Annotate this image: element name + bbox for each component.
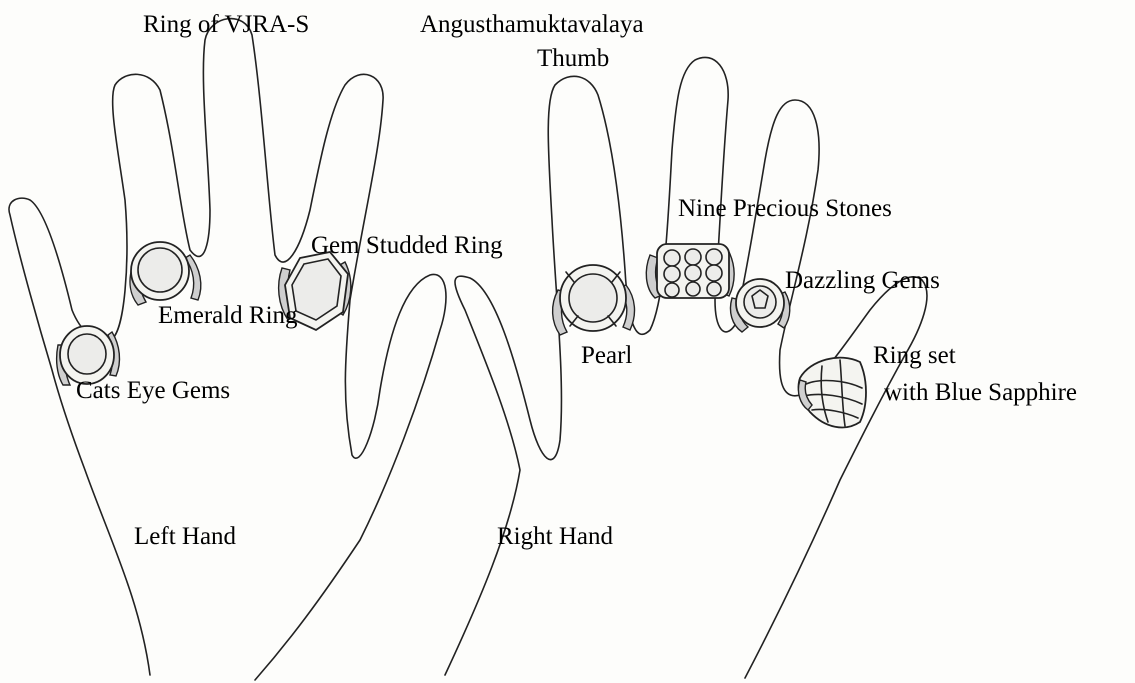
label-with-blue-sapphire: with Blue Sapphire xyxy=(884,380,1077,405)
label-ring-of-vjras: Ring of VJRA-S xyxy=(143,12,309,37)
label-pearl: Pearl xyxy=(581,343,632,368)
label-left-hand: Left Hand xyxy=(134,524,236,549)
label-dazzling-gems: Dazzling Gems xyxy=(785,268,940,293)
label-ring-set: Ring set xyxy=(873,343,956,368)
label-gem-studded-ring: Gem Studded Ring xyxy=(311,233,503,258)
dazzling-gems-ring xyxy=(730,279,789,332)
label-thumb: Thumb xyxy=(537,46,609,71)
label-nine-precious-stones: Nine Precious Stones xyxy=(678,196,892,221)
label-angusthamuktavalaya: Angusthamuktavalaya xyxy=(420,12,644,37)
nine-stones-ring xyxy=(646,244,734,298)
label-right-hand: Right Hand xyxy=(497,524,613,549)
label-emerald-ring: Emerald Ring xyxy=(158,303,298,328)
label-cats-eye-gems: Cats Eye Gems xyxy=(76,378,230,403)
blue-sapphire-ring xyxy=(798,358,866,428)
pearl-ring xyxy=(553,265,635,335)
